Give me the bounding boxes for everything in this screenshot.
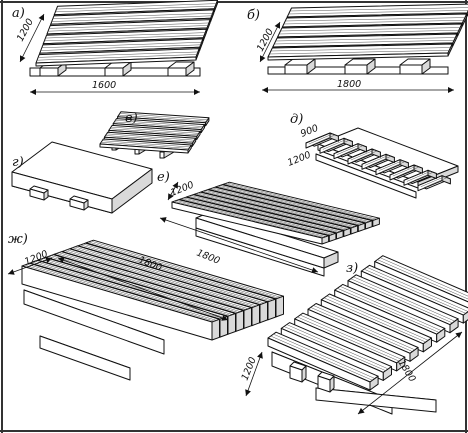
pallet-b-top-board-3 — [277, 23, 463, 41]
pallet-e-length-dimension — [159, 217, 319, 273]
pallet-b-top-board-1 — [267, 43, 453, 61]
pallet-d-bottom-board-1 — [315, 153, 417, 199]
label-d: д) — [290, 112, 303, 127]
pallet-a-block-3 — [167, 61, 195, 77]
pallet-b — [259, 3, 468, 93]
pallet-e-stringer — [195, 211, 339, 269]
pallet-z-block-1 — [289, 361, 307, 383]
pallet-zh-top-board-1 — [21, 262, 220, 341]
pallet-b-block-1 — [284, 58, 316, 75]
label-z: з) — [346, 261, 358, 276]
pallet-z-length-dimension — [357, 331, 463, 415]
dim-b-length: 1800 — [337, 79, 361, 90]
pallet-zh-cross-beam — [39, 335, 131, 381]
pallet-g-block-1 — [29, 185, 49, 201]
pallet-d — [305, 127, 459, 199]
pallet-zh-length-dimension — [57, 257, 229, 321]
label-g: г) — [12, 155, 24, 170]
pallet-d-top-board-3 — [333, 143, 367, 160]
label-e: е) — [157, 170, 170, 185]
pallet-b-block-3 — [399, 58, 431, 75]
pallet-d-top-board-5 — [361, 153, 395, 170]
pallet-d-top-board-9 — [417, 175, 451, 192]
pallet-a — [19, 0, 218, 95]
pallet-zh — [7, 239, 284, 381]
label-a: а) — [12, 6, 25, 21]
pallet-zh-width-dimension — [7, 257, 53, 275]
pallet-z-block-2 — [317, 371, 335, 393]
pallet-a-top-board-1 — [35, 48, 200, 67]
label-zh: ж) — [8, 232, 28, 247]
dim-a-length: 1600 — [92, 80, 116, 91]
pallet-b-width-dimension — [259, 21, 281, 63]
pallet-d-top-board-2 — [319, 137, 353, 154]
pallet-zh-base-runner — [23, 289, 165, 355]
pallet-v-top-board-1 — [99, 138, 192, 154]
label-v: в) — [125, 111, 138, 126]
pallet-b-length-dimension — [262, 87, 454, 93]
pallet-a-block-2 — [104, 61, 132, 77]
pallet-e-width-dimension — [167, 181, 179, 201]
pallet-a-length-dimension — [30, 89, 200, 95]
pallet-e — [159, 181, 380, 277]
pallet-v — [99, 111, 210, 159]
label-b: б) — [247, 8, 260, 23]
pallet-g-block-2 — [69, 195, 89, 211]
pallet-d-top-board-1 — [305, 132, 339, 149]
pallet-a-width-dimension — [19, 13, 45, 63]
pallet-d-top-board-4 — [347, 148, 381, 165]
pallet-b-block-2 — [344, 58, 376, 75]
pallet-z-width-dimension — [245, 351, 263, 397]
pallet-d-top-board-7 — [389, 164, 423, 181]
pallet-z — [245, 255, 468, 415]
pallet-d-top-board-6 — [375, 159, 409, 176]
pallet-d-top-board-8 — [403, 169, 437, 186]
pallet-g — [11, 141, 153, 214]
pallet-e-top-board-1 — [171, 199, 330, 245]
pallet-z-top-board-1 — [267, 331, 379, 391]
